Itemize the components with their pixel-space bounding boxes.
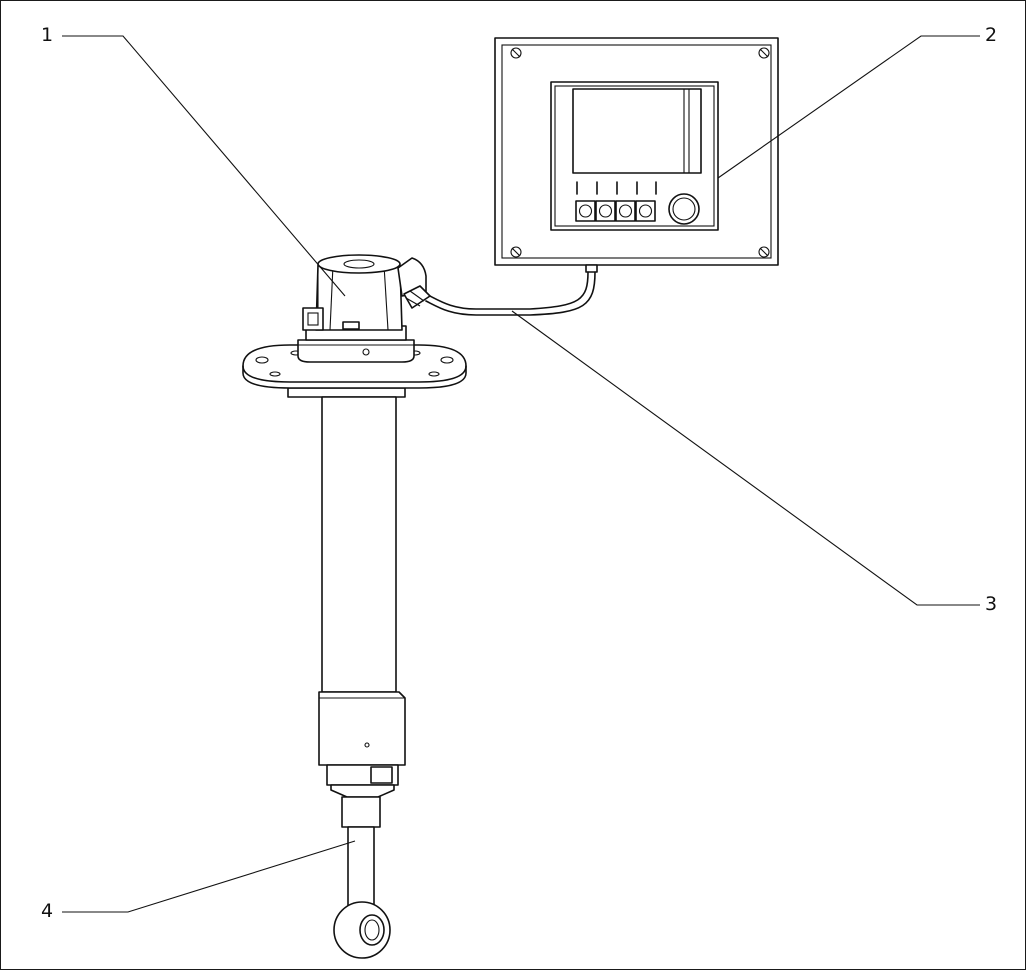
head-housing (315, 264, 403, 331)
housing-screw-icon (510, 47, 770, 258)
probe-tube (321, 396, 397, 693)
collar-flat (370, 766, 393, 784)
probe-shaft (347, 826, 375, 907)
head-latch (302, 307, 324, 331)
leader-line-1 (62, 35, 346, 297)
softkey-indicator-icon (576, 181, 657, 195)
leader-line-3 (511, 310, 980, 606)
callout-3: 3 (985, 593, 998, 615)
callout-4: 4 (41, 900, 54, 922)
transmitter-housing-inner-edge (501, 44, 772, 259)
cable-gland (585, 264, 598, 273)
transmitter (494, 37, 779, 273)
head-clip (342, 321, 360, 330)
flange-boss (297, 339, 415, 363)
probe-taper (330, 784, 395, 798)
leader-line-2 (717, 35, 980, 179)
callout-2: 2 (985, 24, 998, 46)
sensor-head (302, 254, 431, 341)
softkey-button-icon (575, 200, 656, 222)
flange (242, 339, 467, 389)
display-screen (572, 88, 702, 174)
cable (425, 271, 596, 316)
leader-line-4 (62, 840, 356, 913)
sensor-probe (287, 387, 406, 959)
probe-neck (341, 796, 381, 828)
leader-lines (62, 35, 980, 913)
probe-coupling (318, 691, 406, 766)
flange-spigot (287, 387, 406, 398)
head-top (317, 254, 401, 274)
navigator-knob-icon (668, 193, 700, 225)
callout-1: 1 (41, 24, 54, 46)
